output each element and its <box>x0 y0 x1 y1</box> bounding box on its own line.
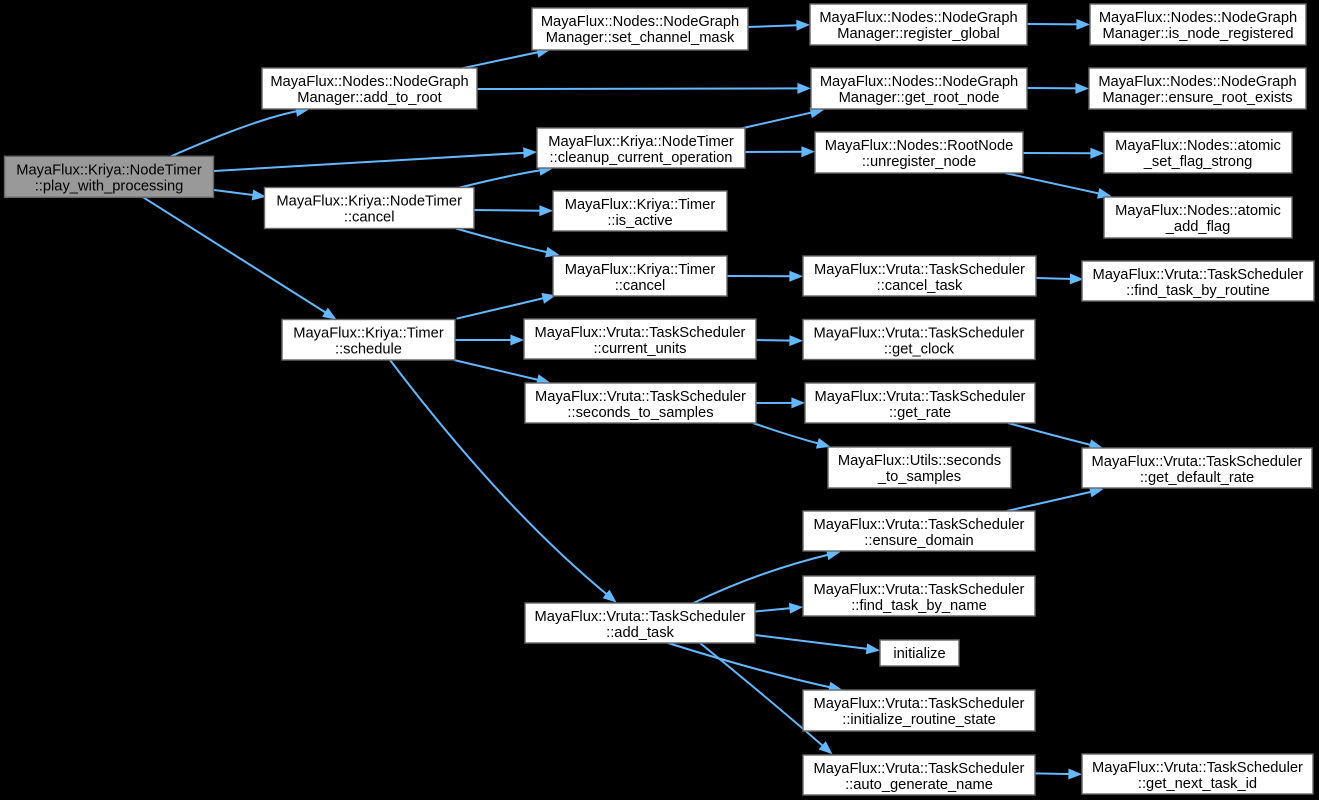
svg-text:Manager::get_root_node: Manager::get_root_node <box>839 90 1000 106</box>
svg-text:Manager::is_node_registered: Manager::is_node_registered <box>1102 26 1293 42</box>
svg-text:::add_task: ::add_task <box>606 625 674 641</box>
svg-text:MayaFlux::Vruta::TaskScheduler: MayaFlux::Vruta::TaskScheduler <box>815 389 1026 405</box>
svg-text:MayaFlux::Nodes::NodeGraph: MayaFlux::Nodes::NodeGraph <box>1098 74 1296 90</box>
svg-text:::initialize_routine_state: ::initialize_routine_state <box>842 712 996 728</box>
svg-text:MayaFlux::Nodes::atomic: MayaFlux::Nodes::atomic <box>1115 138 1281 154</box>
svg-text:MayaFlux::Kriya::Timer: MayaFlux::Kriya::Timer <box>293 326 444 342</box>
svg-text:::unregister_node: ::unregister_node <box>862 154 976 170</box>
svg-text:MayaFlux::Nodes::NodeGraph: MayaFlux::Nodes::NodeGraph <box>820 74 1018 90</box>
svg-text:::get_next_task_id: ::get_next_task_id <box>1138 776 1257 792</box>
svg-text:_add_flag: _add_flag <box>1165 219 1231 235</box>
svg-text:::auto_generate_name: ::auto_generate_name <box>845 777 993 793</box>
svg-text:MayaFlux::Vruta::TaskScheduler: MayaFlux::Vruta::TaskScheduler <box>814 696 1025 712</box>
svg-text:::cancel_task: ::cancel_task <box>877 278 963 294</box>
svg-text:MayaFlux::Vruta::TaskScheduler: MayaFlux::Vruta::TaskScheduler <box>814 761 1025 777</box>
svg-text:MayaFlux::Kriya::NodeTimer: MayaFlux::Kriya::NodeTimer <box>276 194 462 210</box>
svg-text:::schedule: ::schedule <box>335 342 402 358</box>
svg-text:::find_task_by_name: ::find_task_by_name <box>851 598 987 614</box>
svg-text:::get_clock: ::get_clock <box>884 342 955 358</box>
svg-text:MayaFlux::Kriya::Timer: MayaFlux::Kriya::Timer <box>565 262 716 278</box>
svg-text:::is_active: ::is_active <box>607 213 672 229</box>
svg-text:MayaFlux::Vruta::TaskScheduler: MayaFlux::Vruta::TaskScheduler <box>814 517 1025 533</box>
svg-text:MayaFlux::Vruta::TaskScheduler: MayaFlux::Vruta::TaskScheduler <box>535 325 746 341</box>
svg-text:MayaFlux::Utils::seconds: MayaFlux::Utils::seconds <box>838 453 1001 469</box>
svg-text:::cancel: ::cancel <box>344 210 395 226</box>
svg-text:MayaFlux::Nodes::RootNode: MayaFlux::Nodes::RootNode <box>825 138 1014 154</box>
svg-text:MayaFlux::Vruta::TaskScheduler: MayaFlux::Vruta::TaskScheduler <box>1093 267 1304 283</box>
svg-text:Manager::add_to_root: Manager::add_to_root <box>297 90 442 106</box>
svg-text:::cancel: ::cancel <box>615 278 666 294</box>
svg-text:MayaFlux::Vruta::TaskScheduler: MayaFlux::Vruta::TaskScheduler <box>535 609 746 625</box>
svg-text:MayaFlux::Vruta::TaskScheduler: MayaFlux::Vruta::TaskScheduler <box>814 262 1025 278</box>
svg-text:MayaFlux::Nodes::NodeGraph: MayaFlux::Nodes::NodeGraph <box>819 10 1017 26</box>
svg-text:::cleanup_current_operation: ::cleanup_current_operation <box>550 150 733 166</box>
svg-text:initialize: initialize <box>893 646 945 662</box>
svg-text:::get_default_rate: ::get_default_rate <box>1140 470 1254 486</box>
svg-text:MayaFlux::Nodes::atomic: MayaFlux::Nodes::atomic <box>1115 203 1281 219</box>
svg-text:MayaFlux::Kriya::Timer: MayaFlux::Kriya::Timer <box>565 197 716 213</box>
svg-text:::ensure_domain: ::ensure_domain <box>864 533 973 549</box>
svg-text:::play_with_processing: ::play_with_processing <box>35 178 184 194</box>
svg-text:MayaFlux::Nodes::NodeGraph: MayaFlux::Nodes::NodeGraph <box>270 74 468 90</box>
svg-text:::find_task_by_routine: ::find_task_by_routine <box>1126 283 1270 299</box>
svg-text:MayaFlux::Vruta::TaskScheduler: MayaFlux::Vruta::TaskScheduler <box>535 389 746 405</box>
svg-text:::get_rate: ::get_rate <box>889 405 951 421</box>
svg-text:MayaFlux::Vruta::TaskScheduler: MayaFlux::Vruta::TaskScheduler <box>814 582 1025 598</box>
svg-text:MayaFlux::Kriya::NodeTimer: MayaFlux::Kriya::NodeTimer <box>548 134 734 150</box>
svg-text:MayaFlux::Vruta::TaskScheduler: MayaFlux::Vruta::TaskScheduler <box>814 326 1025 342</box>
svg-text:MayaFlux::Kriya::NodeTimer: MayaFlux::Kriya::NodeTimer <box>16 162 202 178</box>
svg-text:_set_flag_strong: _set_flag_strong <box>1143 154 1253 170</box>
svg-text:MayaFlux::Nodes::NodeGraph: MayaFlux::Nodes::NodeGraph <box>1099 10 1297 26</box>
svg-text:::seconds_to_samples: ::seconds_to_samples <box>567 405 713 421</box>
svg-text:::current_units: ::current_units <box>593 341 686 357</box>
svg-text:_to_samples: _to_samples <box>877 469 961 485</box>
svg-text:MayaFlux::Vruta::TaskScheduler: MayaFlux::Vruta::TaskScheduler <box>1092 760 1303 776</box>
svg-text:MayaFlux::Nodes::NodeGraph: MayaFlux::Nodes::NodeGraph <box>541 14 739 30</box>
svg-text:Manager::set_channel_mask: Manager::set_channel_mask <box>546 30 735 46</box>
svg-text:Manager::register_global: Manager::register_global <box>837 26 999 42</box>
svg-text:MayaFlux::Vruta::TaskScheduler: MayaFlux::Vruta::TaskScheduler <box>1092 454 1303 470</box>
svg-text:Manager::ensure_root_exists: Manager::ensure_root_exists <box>1102 90 1292 106</box>
